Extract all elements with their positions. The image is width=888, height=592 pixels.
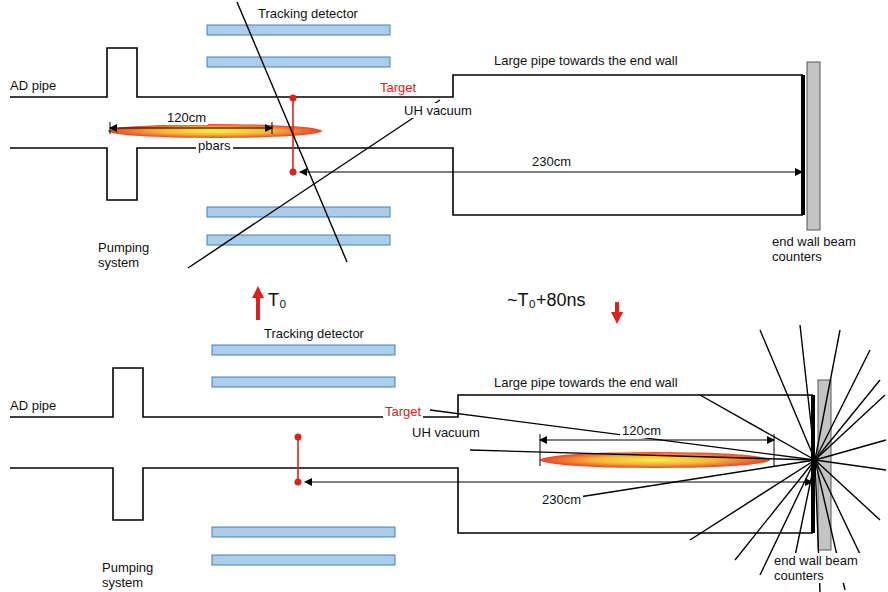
counter-label: end wall beam counters: [770, 234, 874, 264]
secondary-track: [815, 350, 870, 460]
secondary-track: [815, 395, 885, 460]
secondary-track: [815, 460, 886, 470]
detector-label: Tracking detector: [256, 6, 360, 21]
secondary-track: [430, 410, 815, 460]
time-label: ~T₀+80ns: [505, 290, 588, 310]
pipe-label: AD pipe: [8, 78, 58, 93]
vacuum-label: UH vacuum: [402, 103, 474, 118]
secondary-track: [815, 440, 886, 460]
secondary-track: [470, 450, 815, 460]
dimension: 120cm: [620, 423, 663, 438]
secondary-track: [560, 460, 815, 500]
dimension: 230cm: [530, 154, 573, 169]
secondary-track: [815, 380, 880, 460]
counter-label: end wall beam counters: [772, 553, 876, 583]
dimension: 230cm: [540, 492, 583, 507]
target-label: Target: [383, 404, 423, 419]
detector-label: Tracking detector: [262, 326, 366, 341]
target-label: Target: [378, 80, 418, 95]
pipe-label: Large pipe towards the end wall: [492, 375, 680, 390]
secondary-track: [735, 460, 815, 560]
time-label: T₀: [266, 290, 288, 310]
secondary-track: [700, 395, 815, 460]
vacuum-label: UH vacuum: [410, 425, 482, 440]
secondary-track: [800, 325, 815, 460]
system-label: Pumping system: [96, 240, 162, 270]
beam-label: pbars: [196, 138, 233, 153]
secondary-track: [760, 330, 815, 460]
pipe-label: AD pipe: [8, 398, 58, 413]
dimension: 120cm: [165, 110, 208, 125]
secondary-track: [815, 460, 880, 520]
secondary-track: [690, 460, 815, 540]
pipe-label: Large pipe towards the end wall: [492, 53, 680, 68]
system-label: Pumping system: [100, 560, 166, 590]
